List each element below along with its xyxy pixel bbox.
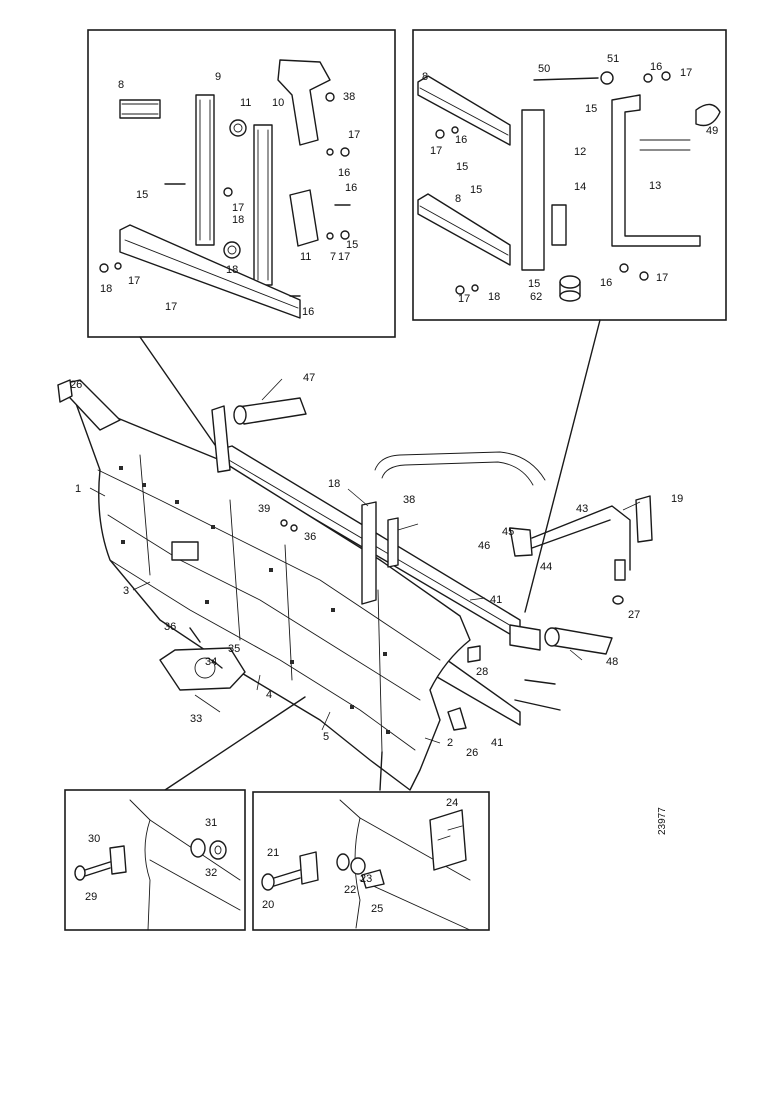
callout-33: 33 (190, 713, 202, 725)
callout-25: 25 (371, 903, 383, 915)
callout-19: 19 (671, 493, 683, 505)
callout-18d: 18 (488, 291, 500, 303)
callout-62: 62 (530, 291, 542, 303)
callout-39: 39 (258, 503, 270, 515)
callout-15g: 15 (528, 278, 540, 290)
callout-14: 14 (574, 181, 586, 193)
inset-bottom-right: 24 21 20 22 23 25 (252, 791, 490, 931)
callout-44: 44 (540, 561, 552, 573)
callout-4: 4 (266, 689, 272, 701)
callout-30: 30 (88, 833, 100, 845)
callout-26b: 26 (466, 747, 478, 759)
callout-48: 48 (606, 656, 618, 668)
callout-16c: 16 (650, 61, 662, 73)
callout-22: 22 (344, 884, 356, 896)
callout-17a: 17 (348, 129, 360, 141)
callout-47: 47 (303, 372, 315, 384)
callout-11a: 11 (240, 97, 251, 109)
callout-18b: 17 (338, 251, 350, 263)
callout-15e: 15 (456, 161, 468, 173)
callout-3: 3 (123, 585, 129, 597)
callout-43: 43 (576, 503, 588, 515)
callout-26a: 26 (70, 379, 82, 391)
callout-17h: 17 (458, 293, 470, 305)
callout-34: 34 (205, 656, 217, 668)
callout-45: 45 (502, 526, 514, 538)
callout-8b: 8 (422, 71, 428, 83)
callout-15a: 15 (136, 189, 148, 201)
callout-38b: 38 (403, 494, 415, 506)
callout-27: 27 (628, 609, 640, 621)
reference-code: 23977 (657, 807, 668, 835)
callout-29: 29 (85, 891, 97, 903)
callout-31: 31 (205, 817, 217, 829)
callout-17d: 18 (100, 283, 112, 295)
callout-16d: 16 (455, 134, 467, 146)
callout-15f: 15 (470, 184, 482, 196)
callout-23: 23 (360, 873, 372, 885)
callout-5: 5 (323, 731, 329, 743)
callout-11b: 18 (226, 264, 238, 276)
callout-24: 24 (446, 797, 458, 809)
callout-38: 38 (343, 91, 355, 103)
inset-top-left: 8 9 11 10 38 17 16 15 17 18 16 15 17 18 … (87, 29, 396, 446)
callout-16a: 16 (338, 167, 350, 179)
callout-13: 13 (649, 180, 661, 192)
callout-18e: 18 (328, 478, 340, 490)
callout-35: 35 (228, 643, 240, 655)
callout-15b: 16 (345, 182, 357, 194)
inset-bottom-left: 30 31 29 32 (64, 789, 246, 931)
callout-20: 20 (262, 899, 274, 911)
callout-15c: 16 (302, 306, 314, 318)
callout-49: 49 (706, 125, 718, 137)
callout-12: 12 (574, 146, 586, 158)
callout-36a: 36 (304, 531, 316, 543)
inset-top-right: 8 50 51 16 17 49 16 15 17 15 12 13 15 8 … (412, 29, 727, 613)
callout-17c: 15 (346, 239, 358, 251)
callout-6: 17 (165, 301, 177, 313)
main-assembly: 26 1 3 47 18 38 39 36 43 19 45 46 44 27 … (57, 372, 683, 791)
callout-16b: 17 (128, 275, 140, 287)
callout-1: 1 (75, 483, 81, 495)
callout-9: 9 (215, 71, 221, 83)
callout-2: 2 (447, 737, 453, 749)
callout-32: 32 (205, 867, 217, 879)
callout-17f: 17 (430, 145, 442, 157)
callout-17b: 17 (232, 202, 244, 214)
callout-18a: 18 (232, 214, 244, 226)
callout-41a: 41 (490, 594, 502, 606)
callout-41b: 41 (491, 737, 503, 749)
callout-7: 11 (300, 251, 311, 263)
callout-17g: 17 (656, 272, 668, 284)
callout-8a: 8 (118, 79, 124, 91)
callout-28: 28 (476, 666, 488, 678)
callout-18c: 7 (330, 251, 336, 263)
callout-50: 50 (538, 63, 550, 75)
callout-8c: 8 (455, 193, 461, 205)
callout-51: 51 (607, 53, 619, 65)
callout-15d: 15 (585, 103, 597, 115)
callout-21: 21 (267, 847, 279, 859)
callout-16e: 16 (600, 277, 612, 289)
callout-46: 46 (478, 540, 490, 552)
callout-36b: 36 (164, 621, 176, 633)
callout-17e: 17 (680, 67, 692, 79)
callout-10: 10 (272, 97, 284, 109)
